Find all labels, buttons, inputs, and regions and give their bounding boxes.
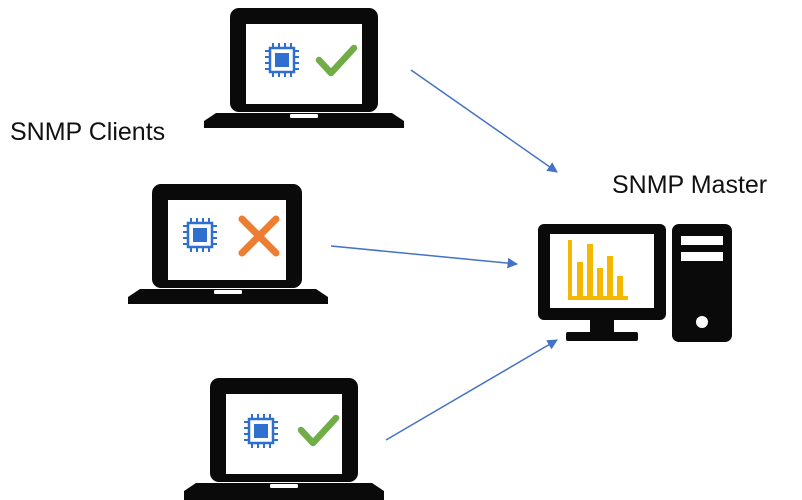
- computer-tower-icon: [672, 224, 732, 342]
- client-laptop-1: [204, 8, 404, 128]
- chip-icon: [263, 41, 301, 79]
- bar-chart-icon: [568, 240, 628, 300]
- chip-icon: [181, 216, 219, 254]
- arrow-client2-to-master: [330, 245, 519, 269]
- arrow-client3-to-master: [385, 339, 558, 441]
- arrow-client1-to-master: [410, 69, 558, 173]
- client-laptop-2: [128, 184, 328, 304]
- laptop-icon: [184, 378, 384, 500]
- master-computer: [538, 224, 732, 342]
- client-laptop-3: [184, 378, 384, 500]
- clients-label: SNMP Clients: [10, 118, 166, 146]
- chip-icon: [242, 412, 280, 450]
- laptop-icon: [128, 184, 328, 304]
- master-label: SNMP Master: [612, 171, 768, 199]
- laptop-icon: [204, 8, 404, 128]
